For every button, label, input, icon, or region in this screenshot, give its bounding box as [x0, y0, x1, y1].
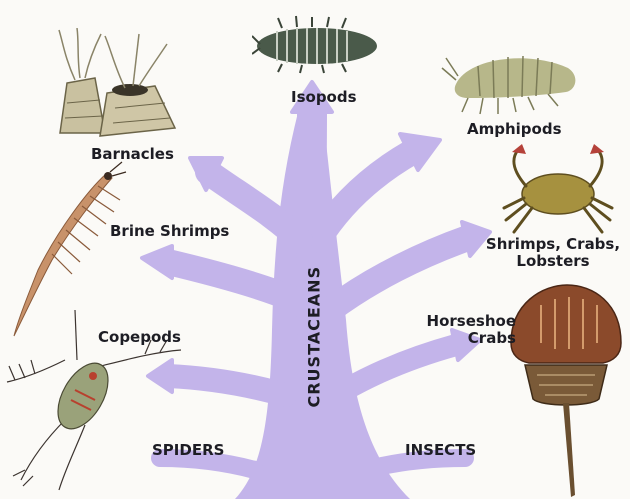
label-brine-shrimps: Brine Shrimps — [110, 223, 229, 240]
label-shrimps-crabs-line2: Lobsters — [484, 253, 622, 270]
barnacle-illustration — [55, 28, 185, 138]
label-shrimps-crabs-lobsters: Shrimps, Crabs, Lobsters — [484, 236, 622, 271]
label-copepods: Copepods — [98, 329, 181, 346]
branch-copepods — [168, 376, 285, 395]
arrow-brine-shrimps — [142, 246, 172, 278]
label-crustaceans-trunk: CRUSTACEANS — [305, 288, 324, 408]
label-horseshoe-line1: Horseshoe — [424, 313, 516, 330]
root-insects — [365, 458, 465, 470]
label-insects: INSECTS — [405, 442, 476, 459]
label-barnacles: Barnacles — [91, 146, 174, 163]
isopod-illustration — [252, 14, 382, 74]
label-isopods: Isopods — [291, 89, 357, 106]
label-shrimps-crabs-line1: Shrimps, Crabs, — [484, 236, 622, 253]
label-amphipods: Amphipods — [467, 121, 562, 138]
label-horseshoe-line2: Crabs — [424, 330, 516, 347]
crab-illustration — [496, 142, 620, 238]
label-spiders: SPIDERS — [152, 442, 224, 459]
label-horseshoe-crabs: Horseshoe Crabs — [424, 313, 516, 348]
amphipod-illustration — [438, 46, 586, 116]
branch-amphipods — [318, 152, 412, 240]
branch-horseshoe — [345, 345, 456, 390]
horseshoe-crab-illustration — [503, 283, 628, 499]
branch-shrimps-crabs — [330, 238, 468, 310]
